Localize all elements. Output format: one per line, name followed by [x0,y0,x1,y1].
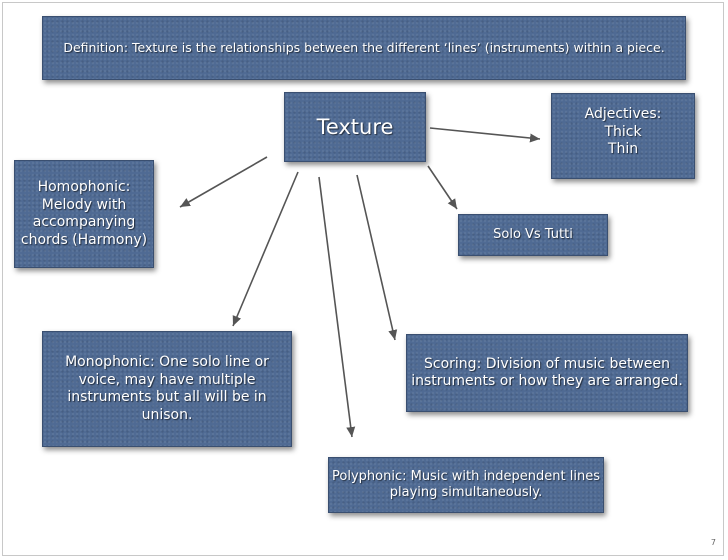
arrow-to-adjectives [429,127,541,143]
texture-title: Texture [316,114,394,139]
scoring-text: Scoring: Division of music between instr… [411,355,683,390]
polyphonic-box: Polyphonic: Music with independent lines… [328,457,604,513]
homophonic-box: Homophonic: Melody with accompanying cho… [14,160,154,268]
scoring-box: Scoring: Division of music between instr… [406,334,688,412]
solo-tutti-box: Solo Vs Tutti [458,214,608,256]
polyphonic-text: Polyphonic: Music with independent lines… [332,468,600,500]
arrow-to-polyphonic [318,176,356,438]
definition-text: Definition: Texture is the relationships… [63,40,665,56]
adjectives-heading: Adjectives: [584,106,662,122]
homophonic-text: Homophonic: Melody with accompanying cho… [20,179,148,248]
adjective-thin: Thin [607,141,639,157]
arrow-to-scoring [356,174,398,341]
adjective-thick: Thick [604,123,642,140]
monophonic-text: Monophonic: One solo line or voice, may … [65,354,269,423]
solo-tutti-text: Solo Vs Tutti [493,226,573,242]
page-number: 7 [710,538,716,547]
definition-box: Definition: Texture is the relationships… [42,16,686,80]
monophonic-box: Monophonic: One solo line or voice, may … [42,331,292,447]
adjectives-text: Adjectives: Thick Thin [585,106,662,159]
texture-title-box: Texture [284,92,426,162]
arrow-to-monophonic [232,171,299,327]
arrow-to-solo-tutti [427,165,458,210]
adjectives-box: Adjectives: Thick Thin [551,93,695,179]
arrow-to-homophonic [179,156,268,208]
